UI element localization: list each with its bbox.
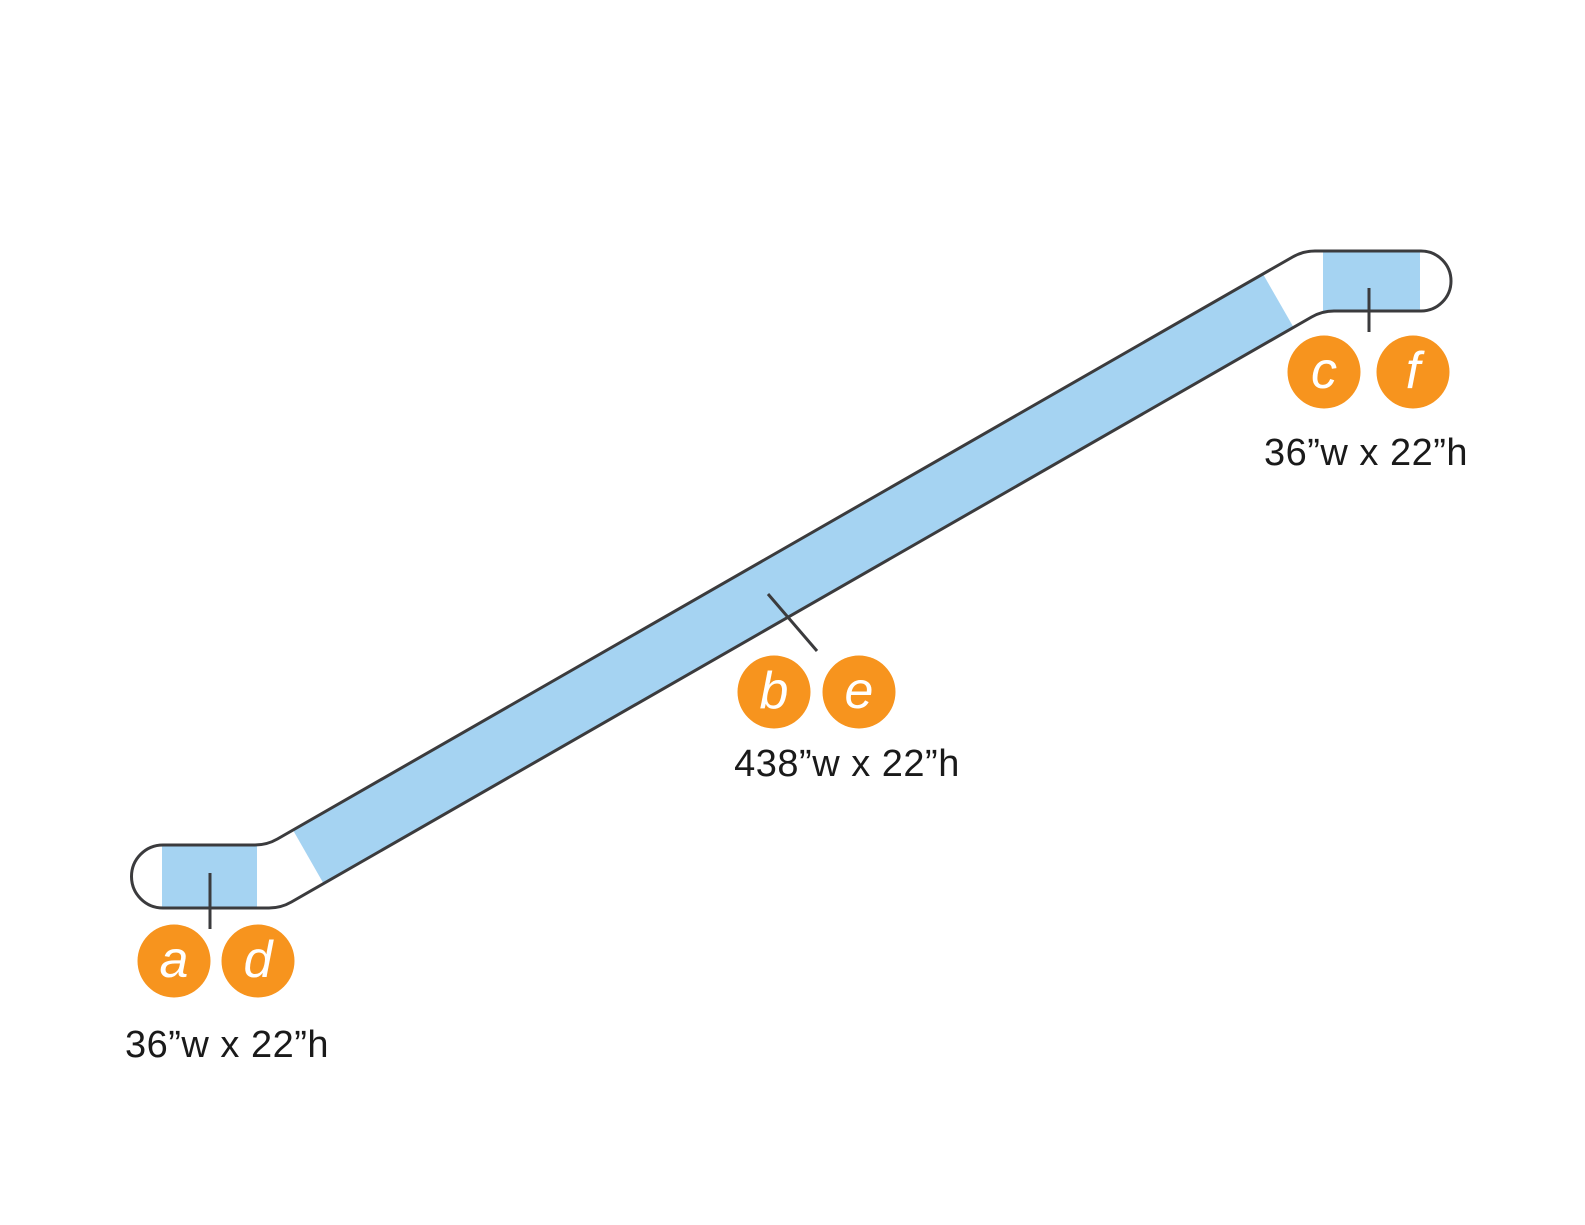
marker-letter-f: f	[1406, 342, 1425, 400]
marker-circle-c	[1287, 335, 1361, 409]
marker-letter-a: a	[160, 931, 189, 989]
top-end-panel	[1323, 251, 1420, 311]
diagonal-panel-leader-line	[766, 593, 819, 652]
marker-letter-e: e	[845, 662, 874, 720]
marker-letter-b: b	[760, 662, 789, 720]
bottom-panel-dimension-label: 36”w x 22”h	[125, 1024, 329, 1066]
top-panel-dimension-label: 36”w x 22”h	[1264, 432, 1468, 474]
marker-circle-f	[1376, 335, 1450, 409]
diagonal-incline-panel	[293, 274, 1294, 884]
marker-letter-c: c	[1311, 342, 1337, 400]
marker-letter-d: d	[244, 931, 275, 989]
marker-circle-d	[221, 924, 295, 998]
marker-circle-a	[137, 924, 211, 998]
marker-circle-b	[737, 655, 811, 729]
diagonal-panel-dimension-label: 438”w x 22”h	[734, 743, 960, 785]
marker-circle-e	[822, 655, 896, 729]
